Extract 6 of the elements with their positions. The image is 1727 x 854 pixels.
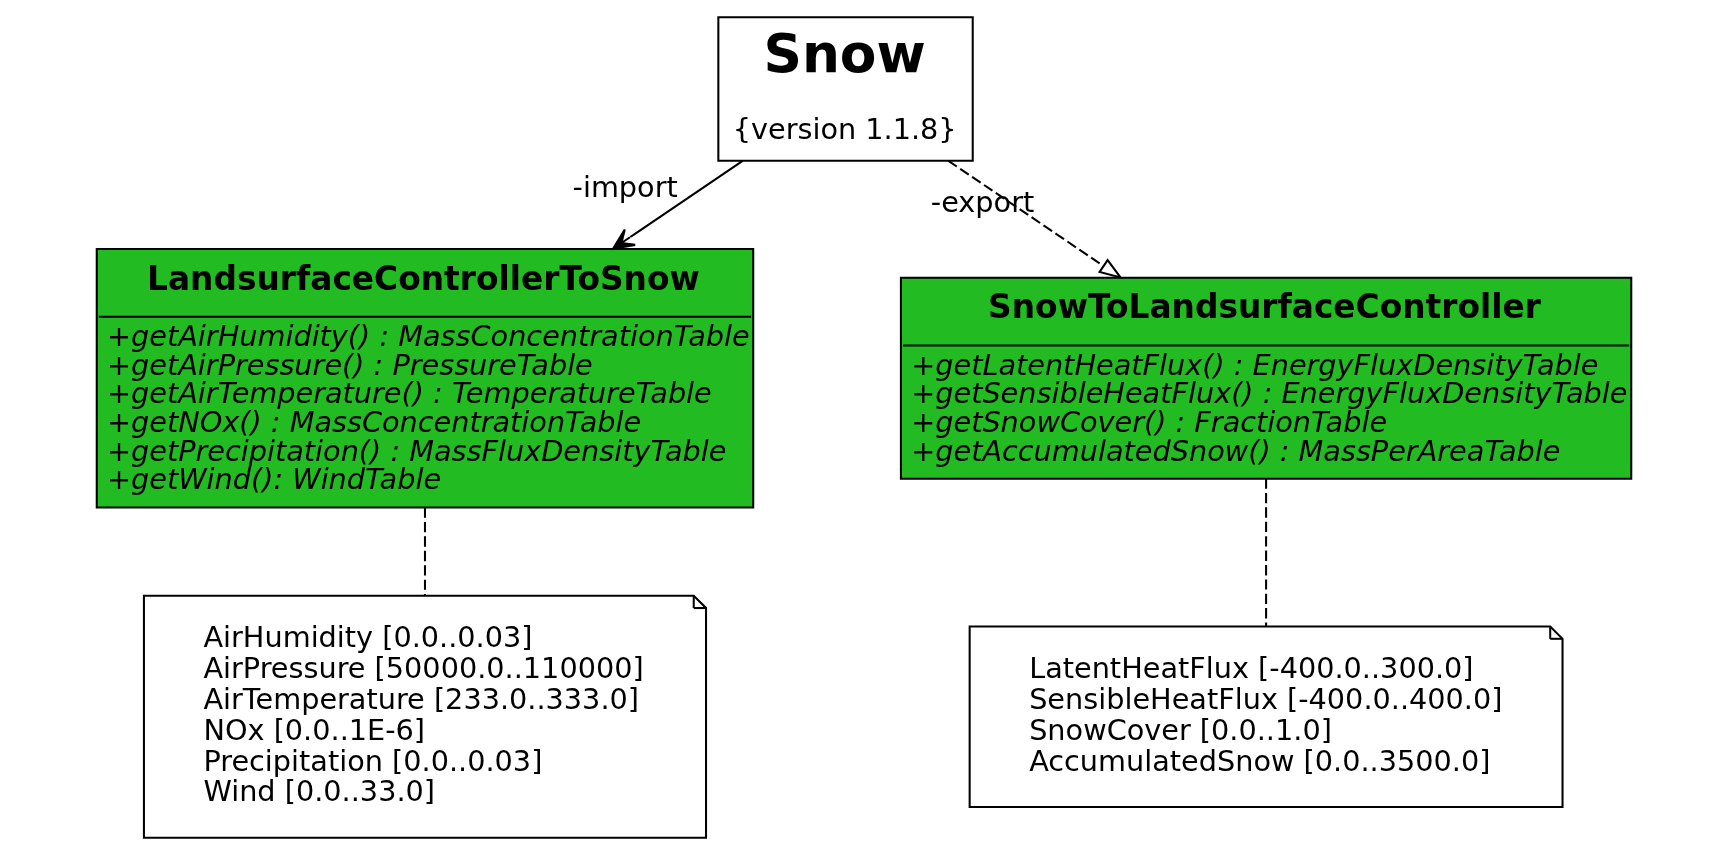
edge-label: -import — [572, 169, 678, 204]
edge-label: -export — [930, 184, 1034, 219]
arrow — [611, 159, 743, 250]
arrow — [947, 159, 1123, 279]
connector — [423, 507, 426, 595]
connector — [1264, 478, 1267, 626]
